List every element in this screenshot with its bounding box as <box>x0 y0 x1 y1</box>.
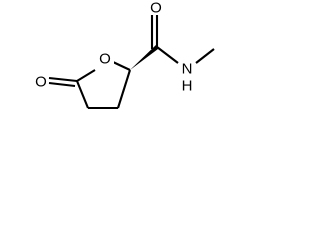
label-bg-ring-oxygen <box>98 51 114 68</box>
chemical-structure-diagram: O O O N H <box>35 0 215 110</box>
bond-c5-o-lactone-a <box>48 76 78 83</box>
atom-amide-hydrogen: H <box>182 78 193 95</box>
bond-c5-o-lactone-b <box>48 81 76 88</box>
atom-amide-carbonyl-oxygen: O <box>150 0 162 17</box>
bond-n-methyl <box>195 48 215 64</box>
stereo-wedge-bond <box>130 44 158 70</box>
bond-c5-c4 <box>76 80 89 109</box>
atom-amide-nitrogen: N <box>182 61 193 78</box>
bond-o1-c5 <box>76 69 96 82</box>
bond-amide-cn <box>156 46 179 64</box>
atom-ring-oxygen: O <box>99 51 111 68</box>
atom-lactone-carbonyl-oxygen: O <box>35 74 47 91</box>
bond-c2-o1 <box>112 61 131 71</box>
bond-c3-c2 <box>116 69 132 109</box>
